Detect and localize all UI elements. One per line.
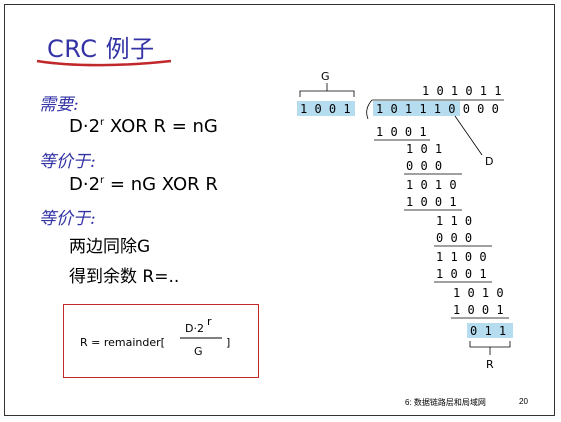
- crc-long-division: G 1 0 1 0 1 1 1 0 0 1 1 0 1 1 1 0 0 0 0 …: [297, 70, 513, 371]
- slide: CRC 例子 需要: D·2r XOR R = nG 等价于: D·2r = n…: [4, 4, 555, 416]
- slide-title: CRC 例子: [47, 35, 155, 63]
- formula-box: R = remainder[ D·2 r G ]: [63, 304, 259, 378]
- equation-2: D·2r = nG XOR R: [69, 174, 218, 195]
- formula-lhs: R = remainder[: [80, 336, 165, 349]
- divisor-highlight: [297, 101, 355, 116]
- step-3: 0 0 0: [406, 159, 442, 173]
- remainder: 0 1 1: [470, 324, 506, 338]
- formula-numerator: D·2: [185, 322, 204, 335]
- get-remainder: 得到余数 R=..: [69, 267, 180, 287]
- label-d: D: [485, 155, 493, 168]
- label-r: R: [486, 358, 494, 371]
- step-2: 1 0 1: [406, 142, 442, 156]
- divisor: 1 0 0 1: [300, 102, 351, 116]
- equation-1: D·2r XOR R = nG: [69, 116, 218, 137]
- step-10: 1 0 1 0: [453, 286, 504, 300]
- formula-rhs: ]: [226, 336, 230, 349]
- dividend: 1 0 1 1 1 0 0 0 0: [376, 102, 499, 116]
- equivalent-label-2: 等价于:: [39, 209, 96, 229]
- step-8: 1 1 0 0: [436, 250, 487, 264]
- need-label: 需要:: [39, 95, 79, 115]
- footer-page: 20: [519, 397, 528, 406]
- step-6: 1 1 0: [436, 214, 472, 228]
- step-4: 1 0 1 0: [406, 178, 457, 192]
- label-g: G: [321, 70, 330, 83]
- title-underline: [36, 59, 172, 67]
- divide-both-sides: 两边同除G: [69, 237, 151, 257]
- equivalent-label-1: 等价于:: [39, 152, 96, 172]
- dividend-highlight: [373, 101, 460, 116]
- step-11: 1 0 0 1: [453, 303, 504, 317]
- step-7: 0 0 0: [436, 231, 472, 245]
- formula-sup: r: [207, 315, 212, 328]
- step-1: 1 0 0 1: [376, 125, 427, 139]
- formula-denominator: G: [194, 345, 203, 358]
- remainder-formula: R = remainder[ D·2 r G ]: [80, 315, 230, 358]
- footer-chapter: 6: 数据链路层和局域网: [405, 398, 486, 407]
- step-5: 1 0 0 1: [406, 195, 457, 209]
- step-9: 1 0 0 1: [436, 267, 487, 281]
- quotient: 1 0 1 0 1 1: [422, 84, 501, 98]
- remainder-highlight: [467, 323, 513, 338]
